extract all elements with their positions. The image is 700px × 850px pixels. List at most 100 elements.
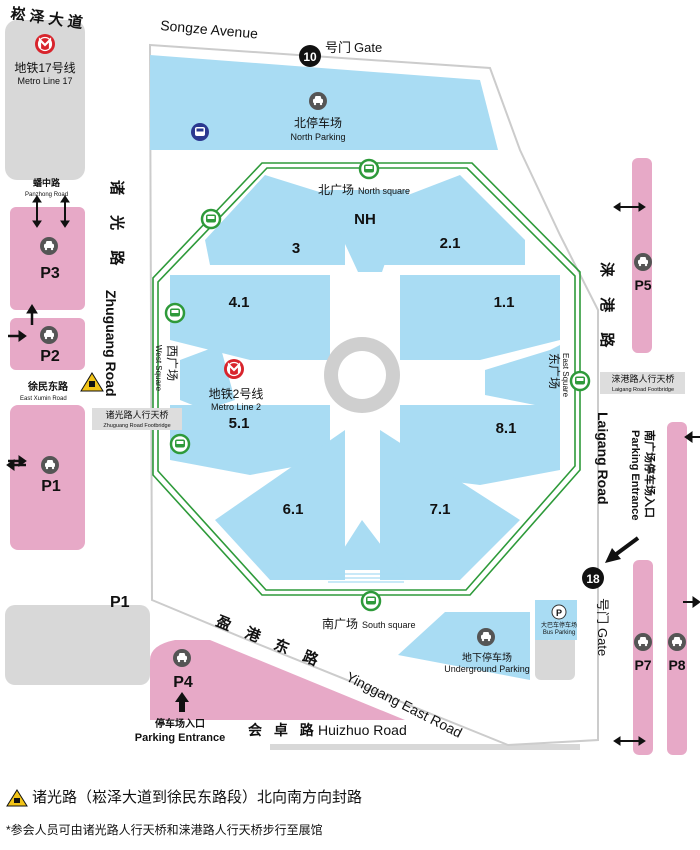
p4-entrance-cn: 停车场入口 — [155, 717, 205, 730]
p7-entry-arrow-head — [605, 548, 621, 563]
p7-car-icon — [634, 633, 652, 651]
hall-label: 1.1 — [494, 294, 515, 311]
zhuguang-footbridge-en: Zhuguang Road Footbridge — [103, 423, 170, 429]
underground-parking-en: Underground Parking — [444, 664, 530, 674]
p1-car-icon — [41, 456, 59, 474]
hall-6-1 — [215, 430, 345, 580]
zhuguang-footbridge — [92, 408, 182, 430]
east-square — [485, 345, 560, 410]
p4-label: P4 — [173, 674, 193, 691]
metro-line17-label: 地铁17号线 — [14, 61, 75, 75]
north-parking-label-en: North Parking — [290, 132, 345, 142]
nw-shuttle-icon — [200, 208, 222, 230]
parking-p1 — [10, 405, 85, 550]
songze-avenue-en: Songze Avenue — [160, 17, 259, 41]
west-shuttle-icon — [164, 302, 186, 324]
huizhuo-road-en: Huizhuo Road — [318, 722, 407, 738]
hall-label: 2.1 — [440, 235, 461, 252]
p1-outer-label: P1 — [110, 594, 130, 611]
laigang-footbridge — [600, 372, 685, 394]
laigang-footbridge-cn: 涞港路人行天桥 — [611, 373, 674, 384]
north-parking-car-icon — [309, 92, 327, 110]
gate10-marker — [299, 45, 321, 67]
p4-entry-arrow — [175, 692, 189, 712]
parking-p4 — [150, 640, 405, 720]
gate18-marker — [582, 567, 604, 589]
underground-car-icon — [477, 628, 495, 646]
hall-label: 6.1 — [283, 501, 304, 518]
p4-entrance-en: Parking Entrance — [135, 732, 225, 744]
bus-icon — [191, 123, 209, 141]
p5-car-icon — [634, 253, 652, 271]
east-square-shuttle-icon — [569, 370, 591, 392]
zhuguang-road-cn: 诸 光 路 — [108, 180, 126, 273]
p4-car-icon — [173, 649, 191, 667]
p8-label: P8 — [668, 657, 685, 673]
road-closure-note: 诸光路（崧泽大道到徐民东路段）北向南方向封路 — [6, 789, 362, 807]
warning-icon — [6, 789, 28, 807]
p5-label: P5 — [634, 277, 651, 293]
hall-5-1 — [170, 405, 330, 475]
metro17-area — [5, 20, 85, 180]
hall-2-1 — [382, 175, 525, 265]
metro-line17-label-en: Metro Line 17 — [17, 76, 72, 86]
huizhuo-curb — [270, 744, 580, 750]
metro-line2-label-en: Metro Line 2 — [211, 402, 261, 412]
east-square-label-cn: 东广场 — [547, 353, 561, 389]
parking-p8 — [667, 422, 687, 755]
west-square-label-en: West Square — [154, 345, 163, 392]
gate18-number: 18 — [586, 572, 600, 586]
road-closure-warning-icon — [80, 372, 104, 392]
p2-label: P2 — [40, 348, 60, 365]
parking-p2 — [10, 318, 85, 370]
hall-label: 4.1 — [229, 294, 250, 311]
p2-car-icon — [40, 326, 58, 344]
hall-label: 8.1 — [496, 420, 517, 437]
underground-parking — [398, 612, 530, 680]
p3-car-icon — [40, 237, 58, 255]
south-square-entrance-en: Parking Entrance — [629, 430, 641, 520]
laigang-road-en: Laigang Road — [595, 412, 611, 505]
hall-7-1 — [380, 430, 520, 580]
p7-entry-arrow-shaft — [613, 536, 640, 557]
laigang-road-cn: 涞 港 路 — [598, 262, 616, 355]
metro-line2-icon — [222, 357, 246, 381]
panzhong-road-cn: 蟠中路 — [33, 177, 61, 188]
west-square-label-cn: 西广场 — [165, 345, 179, 381]
p3-label: P3 — [40, 265, 60, 282]
east-square-label-en: East Square — [561, 353, 570, 398]
hall-label: 3 — [292, 240, 300, 257]
gray-lot-left — [5, 605, 150, 685]
gate18-label: 号门Gate — [595, 598, 610, 656]
p1-label: P1 — [41, 478, 61, 495]
sw-shuttle-icon — [169, 433, 191, 455]
west-square — [180, 345, 235, 410]
bus-parking-icon-letter: P — [556, 608, 562, 618]
road-closure-text: 诸光路（崧泽大道到徐民东路段）北向南方向封路 — [32, 789, 363, 806]
hall-4-1 — [170, 275, 330, 360]
metro-line2-label: 地铁2号线 — [209, 387, 264, 401]
laigang-footbridge-en: Laigang Road Footbridge — [612, 387, 674, 393]
bus-parking-en: Bus Parking — [543, 630, 575, 636]
shuttle-route — [152, 162, 581, 596]
huizhuo-road-cn: 会 卓 路 — [248, 722, 318, 738]
parking-p3 — [10, 207, 85, 310]
xumin-road-en: East Xumin Road — [20, 396, 67, 402]
parking-p7 — [633, 560, 653, 755]
gate10-number: 10 — [303, 50, 317, 64]
metro-line17-icon — [33, 32, 57, 56]
hall-8-1 — [400, 405, 560, 485]
south-square-shuttle-icon — [360, 590, 382, 612]
zhuguang-footbridge-cn: 诸光路人行天桥 — [105, 409, 168, 420]
underground-parking-cn: 地下停车场 — [462, 651, 512, 664]
bus-parking-icon — [551, 604, 567, 620]
central-plaza-inner — [338, 351, 386, 399]
xumin-road-cn: 徐民东路 — [27, 380, 69, 393]
south-square-entrance-cn: 南广场停车场入口 — [643, 430, 657, 518]
footnote: *参会人员可由诸光路人行天桥和涞港路人行天桥步行至展馆 — [6, 823, 323, 837]
south-entrance — [330, 520, 400, 570]
venue-boundary — [148, 43, 599, 747]
